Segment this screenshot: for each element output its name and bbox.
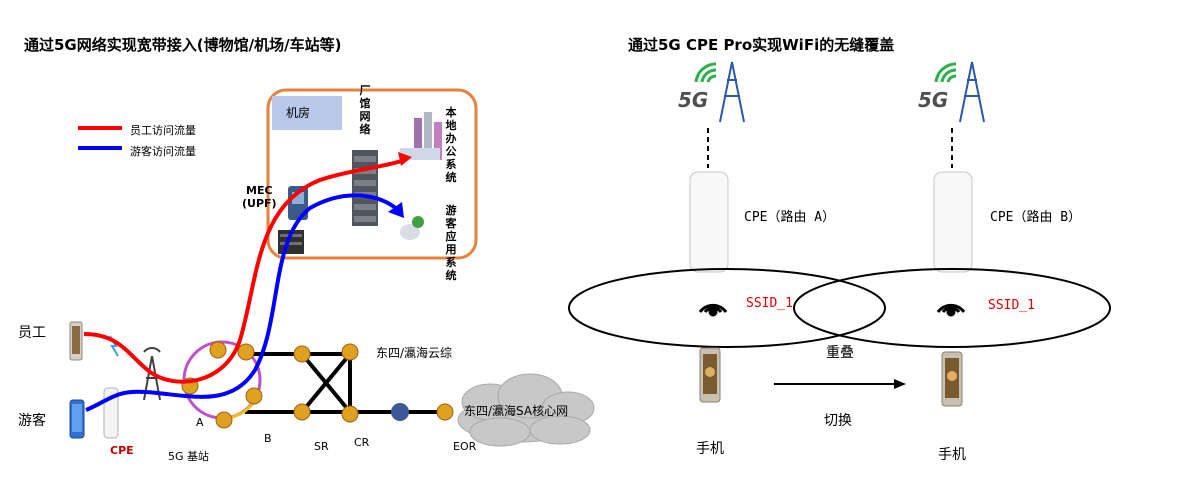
signal-a-icon [694, 62, 717, 83]
phone-a-icon [699, 347, 721, 403]
right-title: 通过5G CPE Pro实现WiFi的无缝覆盖 [628, 36, 895, 54]
base-station-label: 5G 基站 [168, 450, 210, 463]
visitor-app-icon [400, 216, 424, 240]
cpe-label: CPE [110, 444, 134, 457]
visitor-phone-icon [69, 399, 85, 439]
visitor-label: 游客 [18, 413, 46, 429]
visitor-flow-line [85, 193, 400, 412]
router-nodes [181, 341, 454, 429]
node-cr-label: CR [354, 436, 370, 449]
visitor-app-label: 游客应用系统 [445, 204, 457, 282]
factory-network-label: 厂馆网络 [359, 84, 371, 136]
ssid-b-label: SSID_1 [988, 298, 1035, 313]
core-network-label: 东四/瀛海SA核心网 [464, 404, 569, 418]
employee-phone-icon [69, 321, 83, 361]
network-links [245, 352, 445, 414]
cpe-a-label: CPE（路由 A） [744, 210, 836, 225]
machine-room-label: 机房 [286, 106, 311, 120]
local-office-label: 本地办公系统 [445, 106, 457, 184]
left-title: 通过5G网络实现宽带接入(博物馆/机场/车站等) [24, 36, 342, 54]
data-center-box [266, 88, 478, 260]
cpe-b-label: CPE（路由 B） [990, 210, 1082, 225]
node-sr-label: SR [314, 440, 329, 453]
coverage-b-ellipse [793, 268, 1111, 348]
logo-5g-b: 5G [918, 88, 949, 112]
cloud-dongsi-label: 东四/瀛海云综 [376, 346, 453, 360]
machine-room-box [272, 96, 342, 130]
office-system-icon [400, 112, 442, 160]
logo-5g-a: 5G [678, 88, 709, 112]
signal-b-icon [934, 62, 957, 83]
legend-visitor-label: 游客访问流量 [130, 145, 196, 158]
core-router-icon [391, 403, 409, 421]
phone-b-icon [941, 351, 963, 407]
mec-label: MEC (UPF) [242, 184, 277, 210]
wifi-a-icon [698, 303, 728, 317]
coverage-a-ellipse [568, 268, 886, 348]
cpe-a-device [689, 171, 729, 273]
handover-label: 切换 [824, 413, 852, 429]
core-cloud-icon [457, 373, 595, 447]
ssid-a-label: SSID_1 [746, 296, 793, 311]
phone-a-label: 手机 [696, 441, 724, 457]
employee-label: 员工 [18, 325, 46, 341]
tower-b-icon [959, 61, 985, 123]
legend-employee-label: 员工访问流量 [130, 124, 196, 137]
cpe-b-device [933, 171, 973, 273]
node-b-label: B [264, 432, 272, 445]
overlap-label: 重叠 [826, 345, 854, 361]
server-rack-icon [352, 150, 378, 226]
employee-flow-line [83, 158, 406, 384]
tower-a-icon [719, 61, 745, 123]
node-eor-label: EOR [453, 440, 477, 453]
wifi-b-icon [936, 303, 966, 317]
node-a-label: A [196, 416, 204, 429]
phone-b-label: 手机 [938, 447, 966, 463]
